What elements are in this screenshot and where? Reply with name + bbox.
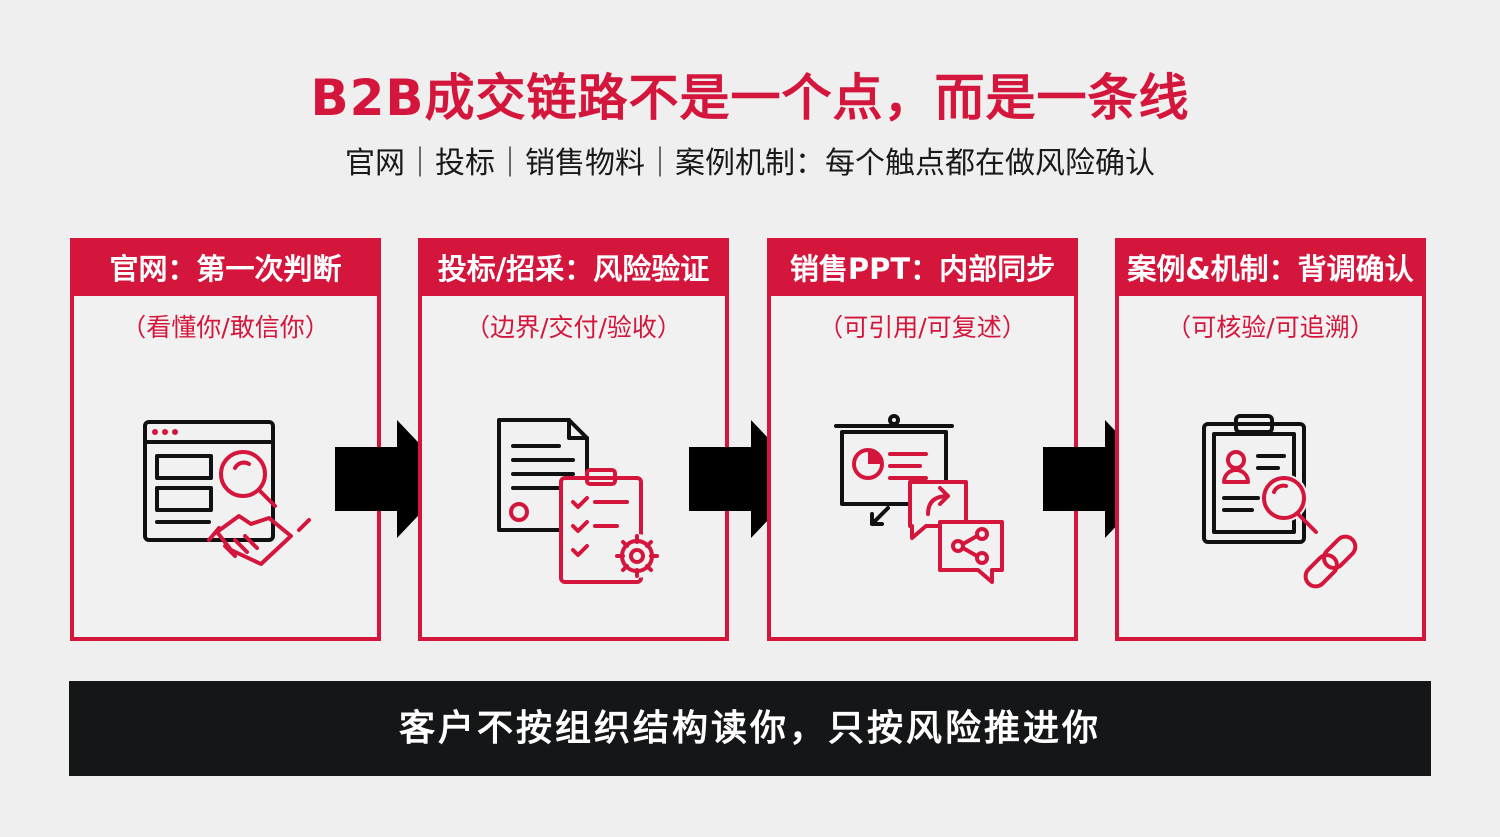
- stage-note: （看懂你/敢信你）: [121, 313, 330, 342]
- stage-title: 投标/招采：风险验证: [422, 242, 725, 296]
- stage-note: （可核验/可追溯）: [1166, 313, 1375, 342]
- document-checklist-gear-icon: [497, 418, 659, 584]
- stage-note: （可引用/可复述）: [818, 313, 1027, 342]
- stage-title: 官网：第一次判断: [74, 242, 377, 296]
- stage-card-sales-ppt: 销售PPT：内部同步 （可引用/可复述）: [767, 238, 1078, 641]
- stage-card-bidding: 投标/招采：风险验证 （边界/交付/验收）: [418, 238, 729, 641]
- clipboard-search-link-icon: [1202, 414, 1358, 589]
- presentation-share-icon: [834, 414, 1004, 584]
- stage-title: 案例&机制：背调确认: [1119, 242, 1422, 296]
- stage-note: （边界/交付/验收）: [465, 313, 682, 342]
- stage-card-website: 官网：第一次判断 （看懂你/敢信你）: [70, 238, 381, 641]
- page-title: B2B成交链路不是一个点，而是一条线: [310, 69, 1190, 127]
- stage-title: 销售PPT：内部同步: [771, 242, 1074, 296]
- page-subtitle: 官网｜投标｜销售物料｜案例机制：每个触点都在做风险确认: [345, 146, 1155, 181]
- website-search-handshake-icon: [143, 420, 311, 566]
- stage-card-case-mechanism: 案例&机制：背调确认 （可核验/可追溯）: [1115, 238, 1426, 641]
- footer-banner: 客户不按组织结构读你，只按风险推进你: [69, 681, 1431, 776]
